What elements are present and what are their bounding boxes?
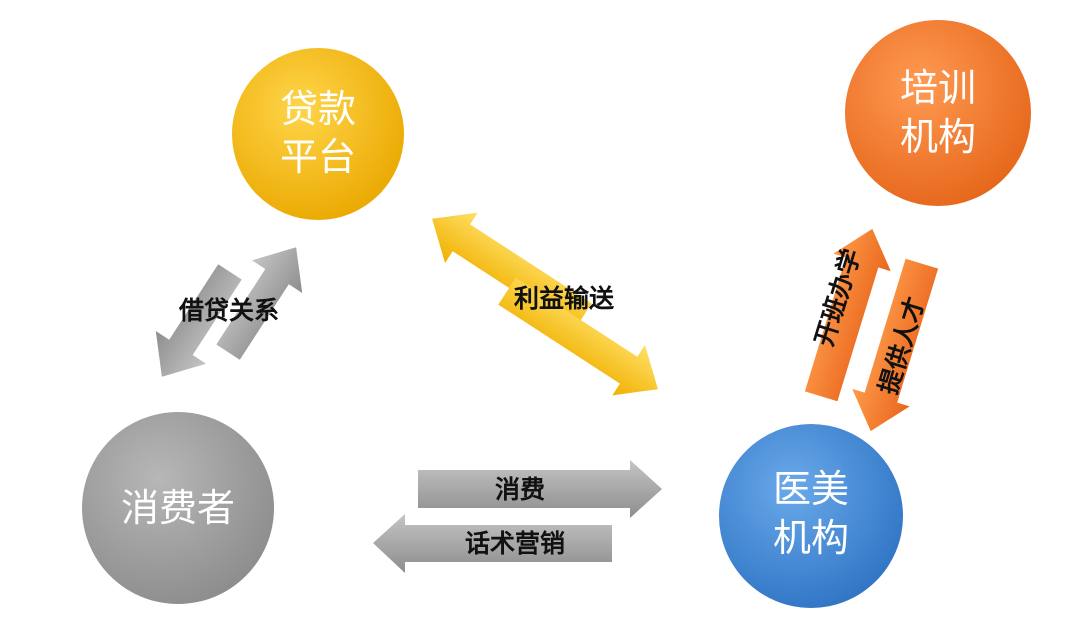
node-medical-beauty-line2: 机构 — [773, 516, 849, 560]
node-loan-platform-line1: 贷款 — [280, 87, 356, 131]
node-medical-beauty-line1: 医美 — [773, 467, 849, 511]
node-loan-platform-line2: 平台 — [280, 135, 356, 179]
node-training-institution: 培训 机构 — [845, 20, 1031, 206]
edge-lending-label: 借贷关系 — [178, 296, 279, 325]
edge-kickback: 利益输送 — [432, 212, 658, 396]
edge-kickback-label: 利益输送 — [514, 284, 614, 313]
lending-arrow-up — [216, 247, 303, 360]
node-training-line2: 机构 — [900, 115, 976, 159]
kickback-arrow-right — [498, 277, 658, 396]
node-training-line1: 培训 — [900, 66, 976, 110]
edge-consumer-medical: 消费 话术营销 — [373, 460, 662, 573]
edge-consumption-label: 消费 — [495, 475, 545, 504]
node-consumer-label: 消费者 — [121, 486, 235, 530]
run-classes-arrow — [804, 228, 891, 402]
edge-training-medical: 开班办学 提供人才 — [804, 228, 939, 432]
consumption-arrow — [418, 460, 662, 518]
marketing-arrow — [373, 514, 612, 573]
node-medical-beauty: 医美 机构 — [719, 424, 903, 608]
node-loan-platform: 贷款 平台 — [232, 48, 404, 220]
edge-marketing-label: 话术营销 — [465, 529, 565, 558]
supply-talent-arrow — [852, 258, 939, 432]
node-consumer: 消费者 — [82, 412, 274, 604]
edge-lending: 借贷关系 — [155, 247, 303, 377]
kickback-arrow-left — [432, 212, 592, 331]
lending-arrow-down — [155, 264, 242, 377]
